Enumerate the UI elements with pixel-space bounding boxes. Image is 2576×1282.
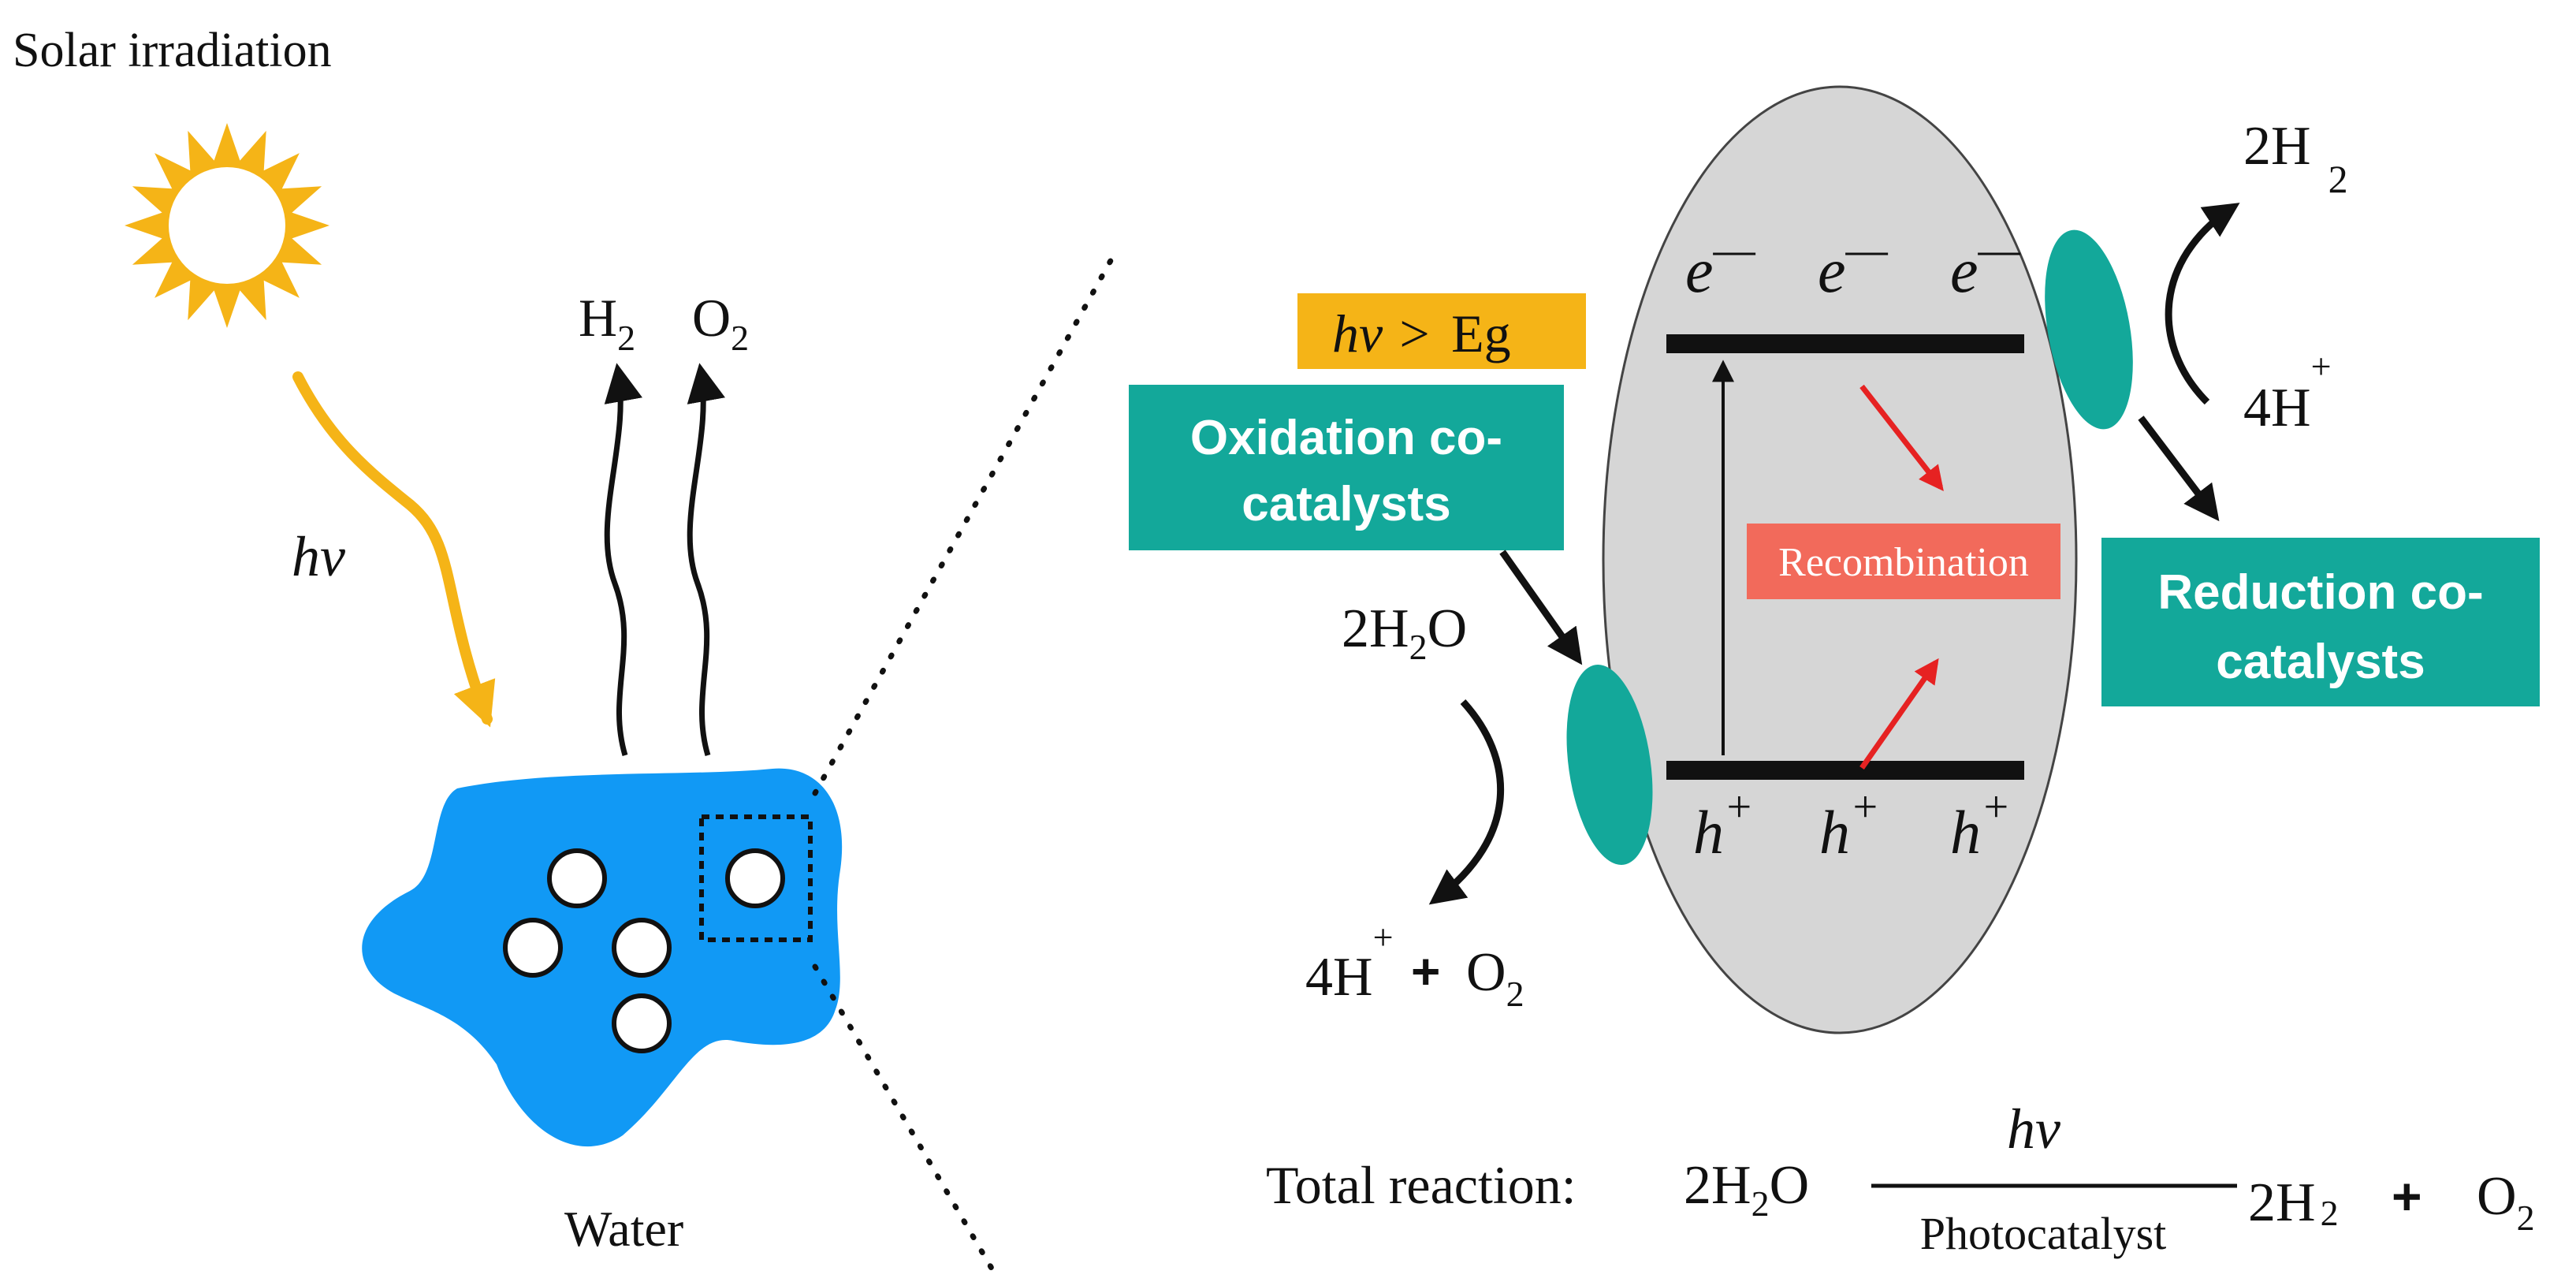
- proton-product-label: 4H+: [1305, 917, 1394, 1008]
- total-under-arrow-label: Photocatalyst: [1920, 1208, 2167, 1259]
- oxidation-cocatalyst-blob: [1566, 665, 1653, 865]
- conduction-band: [1666, 334, 2024, 353]
- reduction-cocatalyst-box: [2101, 538, 2540, 706]
- photon-energy-label: hν: [292, 525, 345, 588]
- light-arrow: [292, 371, 496, 728]
- particle: [725, 848, 785, 908]
- oxidation-cocatalyst-box: [1129, 385, 1564, 550]
- energy-condition-label: hν >Eg: [1332, 304, 1511, 363]
- water-blob: [362, 768, 843, 1147]
- particle: [547, 848, 607, 908]
- plus-sign: +: [1411, 943, 1440, 1000]
- o2-product-label: O2: [1466, 942, 1524, 1014]
- total-reaction-label: Total reaction:: [1266, 1155, 1576, 1215]
- electron-recombination-arrow: [1859, 384, 1944, 491]
- zoom-line-bottom: [812, 963, 996, 1274]
- oxidation-box-line1: Oxidation co-: [1190, 411, 1502, 465]
- sun-icon: [125, 123, 329, 328]
- recombination-label: Recombination: [1778, 540, 2029, 585]
- electron-label: e—: [1818, 223, 1889, 306]
- particle: [612, 993, 672, 1053]
- water-label: Water: [564, 1201, 683, 1257]
- electron-label: e—: [1685, 223, 1756, 306]
- photocatalyst-particles: [503, 848, 785, 1053]
- total-reactant-label: 2H2O: [1684, 1155, 1809, 1224]
- hole-label: h+: [1819, 783, 1880, 866]
- electron-label: e—: [1950, 223, 2021, 306]
- zoom-line-top: [812, 248, 1119, 796]
- particle: [612, 918, 672, 978]
- valence-band: [1666, 761, 2024, 780]
- o2-left-label: O2: [692, 288, 749, 358]
- recombination-badge: [1747, 524, 2060, 599]
- hole-recombination-arrow: [1859, 658, 1939, 770]
- total-product2-label: O2: [2477, 1166, 2535, 1238]
- hole-label: h+: [1950, 783, 2011, 866]
- reduction-pointer-arrow: [2138, 416, 2220, 522]
- zoom-box: [699, 814, 813, 942]
- proton-reactant-label: 4H+: [2243, 346, 2332, 438]
- electrons: e— e— e—: [1685, 223, 2021, 306]
- water-reactant-label: 2H2O: [1342, 598, 1467, 667]
- holes: h+ h+ h+: [1693, 783, 2011, 866]
- total-over-arrow-label: hν: [2007, 1098, 2060, 1161]
- total-plus-sign: +: [2392, 1167, 2422, 1225]
- o2-release-arrow: [687, 363, 725, 756]
- reduction-reaction-arrow: [2165, 203, 2240, 405]
- solar-irradiation-label: Solar irradiation: [13, 24, 332, 77]
- reduction-box-line2: catalysts: [2216, 635, 2425, 689]
- h2-release-arrow: [604, 363, 642, 756]
- particle: [503, 918, 563, 978]
- oxidation-box-line2: catalysts: [1241, 477, 1450, 531]
- oxidation-pointer-arrow: [1499, 550, 1583, 665]
- oxidation-reaction-arrow: [1428, 699, 1505, 905]
- reduction-cocatalyst-blob: [2045, 229, 2133, 430]
- hole-label: h+: [1693, 783, 1754, 866]
- energy-badge: [1297, 293, 1586, 369]
- h2-product-label: 2H2: [2243, 116, 2348, 201]
- reduction-box-line1: Reduction co-: [2157, 565, 2483, 620]
- h2-left-label: H2: [579, 288, 635, 358]
